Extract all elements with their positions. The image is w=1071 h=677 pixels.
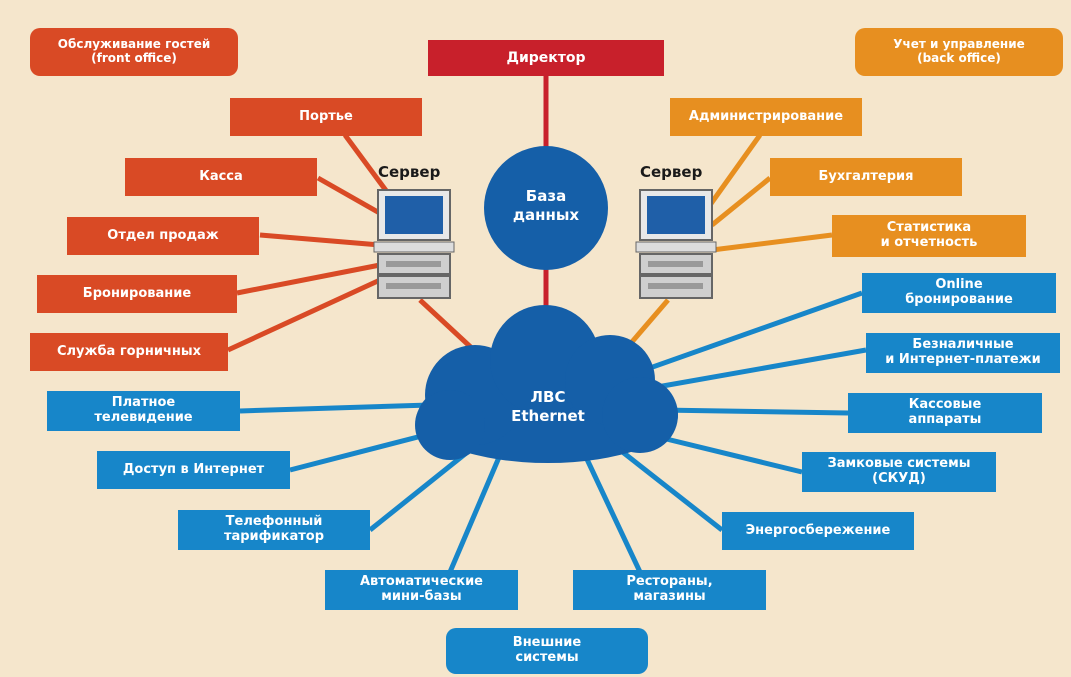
- database-label: База данных: [512, 187, 580, 224]
- back-office-label: Учет и управление (back office): [855, 28, 1063, 76]
- cloud-icon: [415, 305, 678, 463]
- director-box: Директор: [428, 40, 664, 76]
- system-energy-saving: Энергосбережение: [722, 512, 914, 550]
- system-lock-systems: Замковые системы (СКУД): [802, 452, 996, 492]
- back-item-accounting: Бухгалтерия: [770, 158, 962, 196]
- front-office-label: Обслуживание гостей (front office): [30, 28, 238, 76]
- front-item-cashier: Касса: [125, 158, 317, 196]
- external-systems-label: Внешние системы: [446, 628, 648, 674]
- system-phone-billing: Телефонный тарификатор: [178, 510, 370, 550]
- server-left-label: Сервер: [378, 163, 441, 181]
- server-icon: [635, 189, 717, 299]
- database-icon: [484, 146, 608, 270]
- network-label: ЛВС Ethernet: [511, 388, 585, 425]
- back-item-statistics: Статистика и отчетность: [832, 215, 1026, 257]
- front-item-booking: Бронирование: [37, 275, 237, 313]
- system-restaurants-shops: Рестораны, магазины: [573, 570, 766, 610]
- front-item-housekeeping: Служба горничных: [30, 333, 228, 371]
- system-online-booking: Online бронирование: [862, 273, 1056, 313]
- front-item-sales: Отдел продаж: [67, 217, 259, 255]
- back-item-administration: Администрирование: [670, 98, 862, 136]
- system-internet-access: Доступ в Интернет: [97, 451, 290, 489]
- system-cashless-payments: Безналичные и Интернет-платежи: [866, 333, 1060, 373]
- system-pay-tv: Платное телевидение: [47, 391, 240, 431]
- server-right-label: Сервер: [640, 163, 703, 181]
- server-icon: [373, 189, 455, 299]
- system-minibars: Автоматические мини-базы: [325, 570, 518, 610]
- front-item-porter: Портье: [230, 98, 422, 136]
- system-cash-registers: Кассовые аппараты: [848, 393, 1042, 433]
